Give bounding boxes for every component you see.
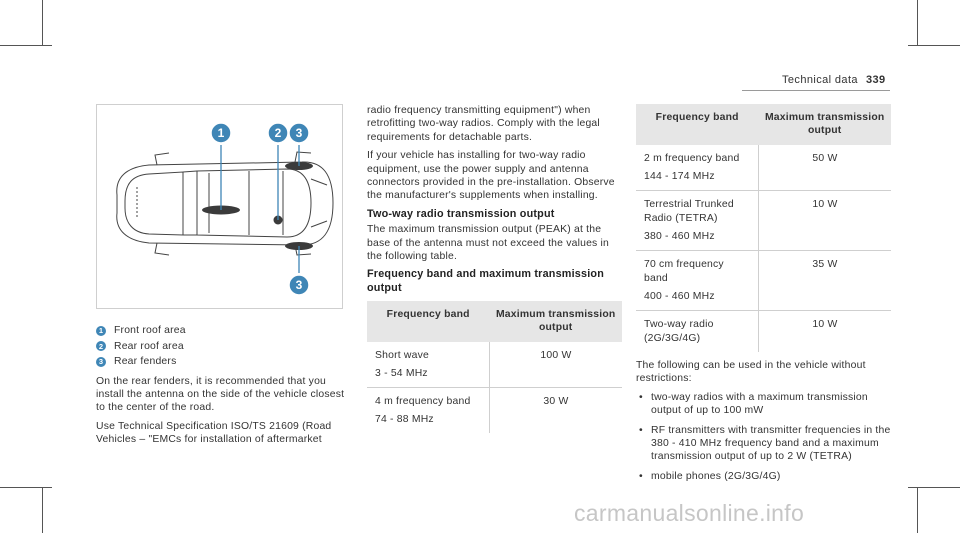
crop-mark xyxy=(42,487,43,533)
crop-mark xyxy=(917,0,918,46)
crop-mark xyxy=(42,0,43,46)
column-header: Maximum transmis­sion output xyxy=(489,301,622,343)
power-cell: 10 W xyxy=(757,310,891,352)
section-heading: Two-way radio transmission output xyxy=(367,207,555,220)
power-cell: 50 W xyxy=(757,145,891,191)
column-3: Frequency band Maximum transmis­sion out… xyxy=(636,104,891,489)
callout-badge: 3 xyxy=(96,356,106,367)
table-heading: Frequency band and maximum transmission … xyxy=(367,268,604,294)
column-2: radio frequency transmitting equipment")… xyxy=(367,104,622,434)
frequency-table: Frequency band Maximum transmis­sion out… xyxy=(367,301,622,434)
vehicle-top-view-illustration: 1 2 3 3 xyxy=(116,122,334,296)
crop-mark xyxy=(908,487,960,488)
body-paragraph: If your vehicle has installing for two-w… xyxy=(367,150,615,202)
svg-text:3: 3 xyxy=(296,126,303,140)
table-row: Terrestrial Trunked Radio (TETRA)380 - 4… xyxy=(636,190,891,251)
header-rule xyxy=(742,90,890,91)
callout-badge: 1 xyxy=(96,325,106,336)
crop-mark xyxy=(0,45,52,46)
band-cell: Two-way radio (2G/3G/4G) xyxy=(644,319,714,344)
power-cell: 35 W xyxy=(757,250,891,311)
callout-3-bottom: 3 xyxy=(288,274,310,296)
frequency-table-continued: Frequency band Maximum transmis­sion out… xyxy=(636,104,891,352)
column-header: Frequency band xyxy=(367,301,490,343)
svg-text:1: 1 xyxy=(218,126,225,140)
callout-1: 1 xyxy=(210,122,232,144)
power-cell: 30 W xyxy=(488,387,622,434)
callout-badge: 2 xyxy=(96,341,106,352)
page-number: 339 xyxy=(865,74,886,86)
body-paragraph: radio frequency transmitting equipment")… xyxy=(367,105,600,143)
column-header: Maximum transmis­sion output xyxy=(758,104,891,145)
power-cell: 10 W xyxy=(757,190,891,251)
body-paragraph: The following can be used in the vehicle… xyxy=(636,360,866,385)
section-title: Technical data xyxy=(782,74,858,86)
body-paragraph: The maximum transmission output (PEAK) a… xyxy=(367,224,610,263)
list-item: two-way radios with a maximum transmissi… xyxy=(636,391,891,418)
list-item: mobile phones (2G/3G/4G) xyxy=(636,470,891,484)
running-header: Technical data 339 xyxy=(782,74,886,86)
callout-2: 2 xyxy=(267,122,289,144)
crop-mark xyxy=(0,487,52,488)
svg-text:2: 2 xyxy=(275,126,282,140)
svg-text:3: 3 xyxy=(296,278,303,292)
power-cell: 100 W xyxy=(488,342,622,389)
crop-mark xyxy=(917,487,918,533)
bullet-list: two-way radios with a maximum transmissi… xyxy=(636,391,891,484)
vehicle-antenna-figure: 1 2 3 3 xyxy=(96,104,343,309)
table-row: Two-way radio (2G/3G/4G) 10 W xyxy=(636,310,891,352)
watermark: carmanualsonline.info xyxy=(574,500,805,526)
callout-3-top: 3 xyxy=(288,122,310,144)
body-paragraph: On the rear fenders, it is recommended t… xyxy=(96,375,345,414)
column-header: Frequency band xyxy=(636,104,759,145)
body-paragraph: Use Technical Specification ISO/TS 21609… xyxy=(96,420,332,446)
list-item: RF transmitters with transmitter frequen… xyxy=(636,424,891,464)
crop-mark xyxy=(908,45,960,46)
band-cell: Terrestrial Trunked Radio (TETRA)380 - 4… xyxy=(636,190,759,251)
